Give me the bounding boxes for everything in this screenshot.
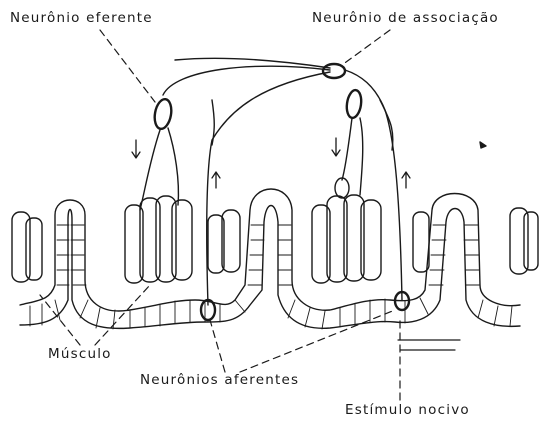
label-efferent-neuron: Neurônio eferente	[10, 10, 153, 26]
label-association-neuron: Neurônio de associação	[312, 10, 499, 26]
stimulus-marker	[398, 340, 460, 350]
label-noxious-stimulus: Estímulo nocivo	[345, 402, 470, 418]
label-afferent-neurons: Neurônios aferentes	[140, 372, 299, 388]
efferent-neuron-left-icon	[153, 98, 174, 130]
neuron-fibres	[140, 58, 402, 305]
epithelial-cells	[30, 225, 512, 329]
label-muscle: Músculo	[48, 346, 112, 362]
efferent-neuron-right-icon	[345, 89, 363, 119]
speck-mark	[480, 142, 486, 148]
direction-arrows	[132, 138, 410, 188]
association-neuron-icon	[323, 64, 345, 78]
epithelium-outer-edge	[20, 189, 520, 311]
epithelium-inner-edge	[20, 206, 520, 329]
